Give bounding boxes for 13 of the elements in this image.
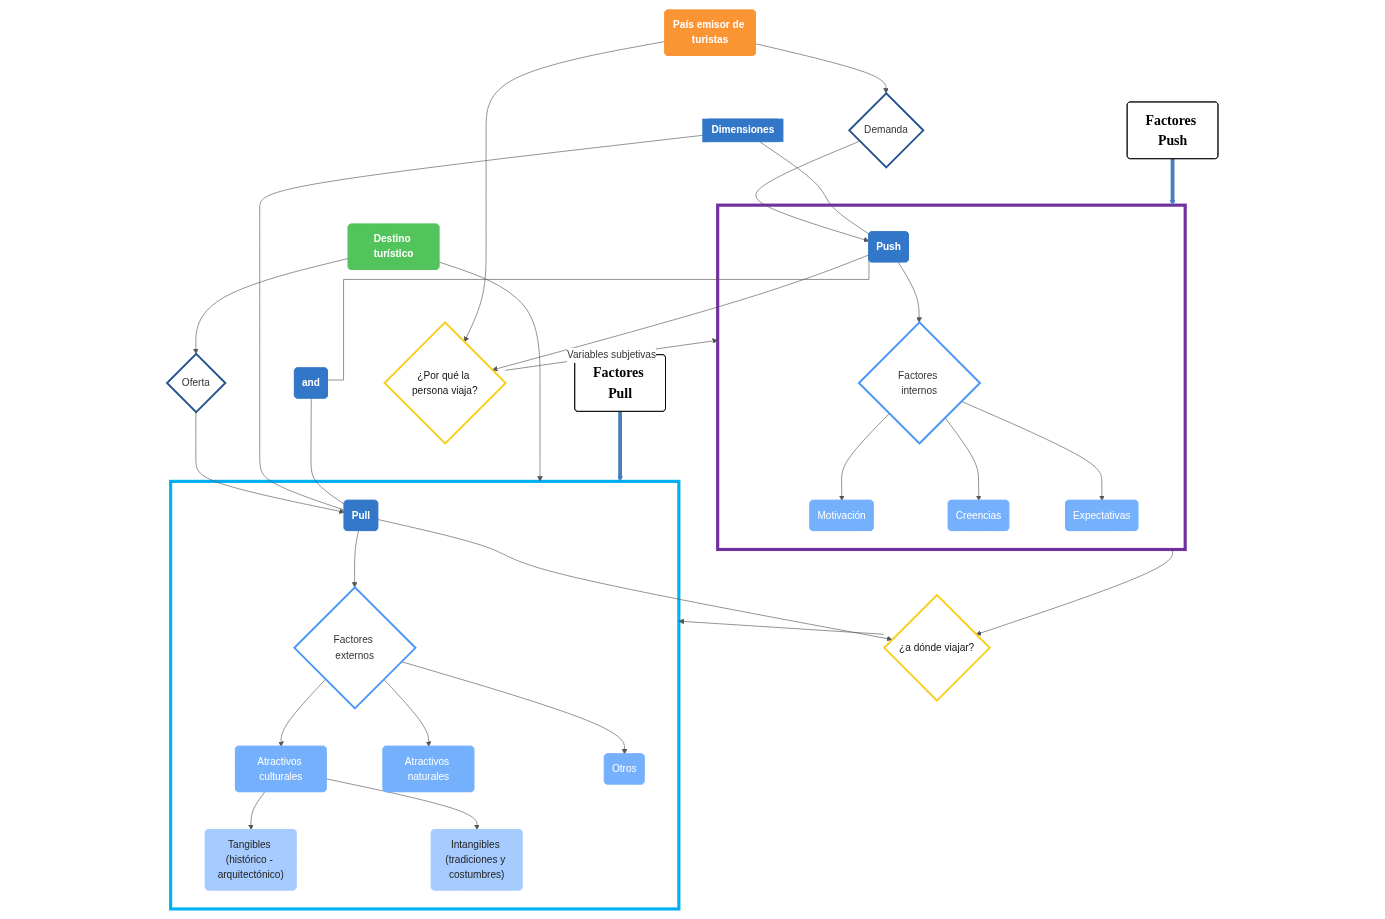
edge-label: Variables subjetivas xyxy=(567,349,656,361)
connector xyxy=(259,134,704,511)
node-diamond: Demanda xyxy=(847,91,925,169)
node-diamond: ¿a dónde viajar? xyxy=(882,593,992,702)
cluster xyxy=(716,203,1187,552)
arrow xyxy=(617,411,623,482)
node-diamond: ¿Por qué la persona viaja? xyxy=(383,321,507,445)
node-diamond: Factores externos xyxy=(293,586,417,710)
arrow xyxy=(1169,158,1176,206)
node-diamond: Oferta xyxy=(165,352,227,414)
connector xyxy=(310,398,345,505)
node-diamond: Factores internos xyxy=(857,321,982,445)
cluster xyxy=(169,479,681,911)
